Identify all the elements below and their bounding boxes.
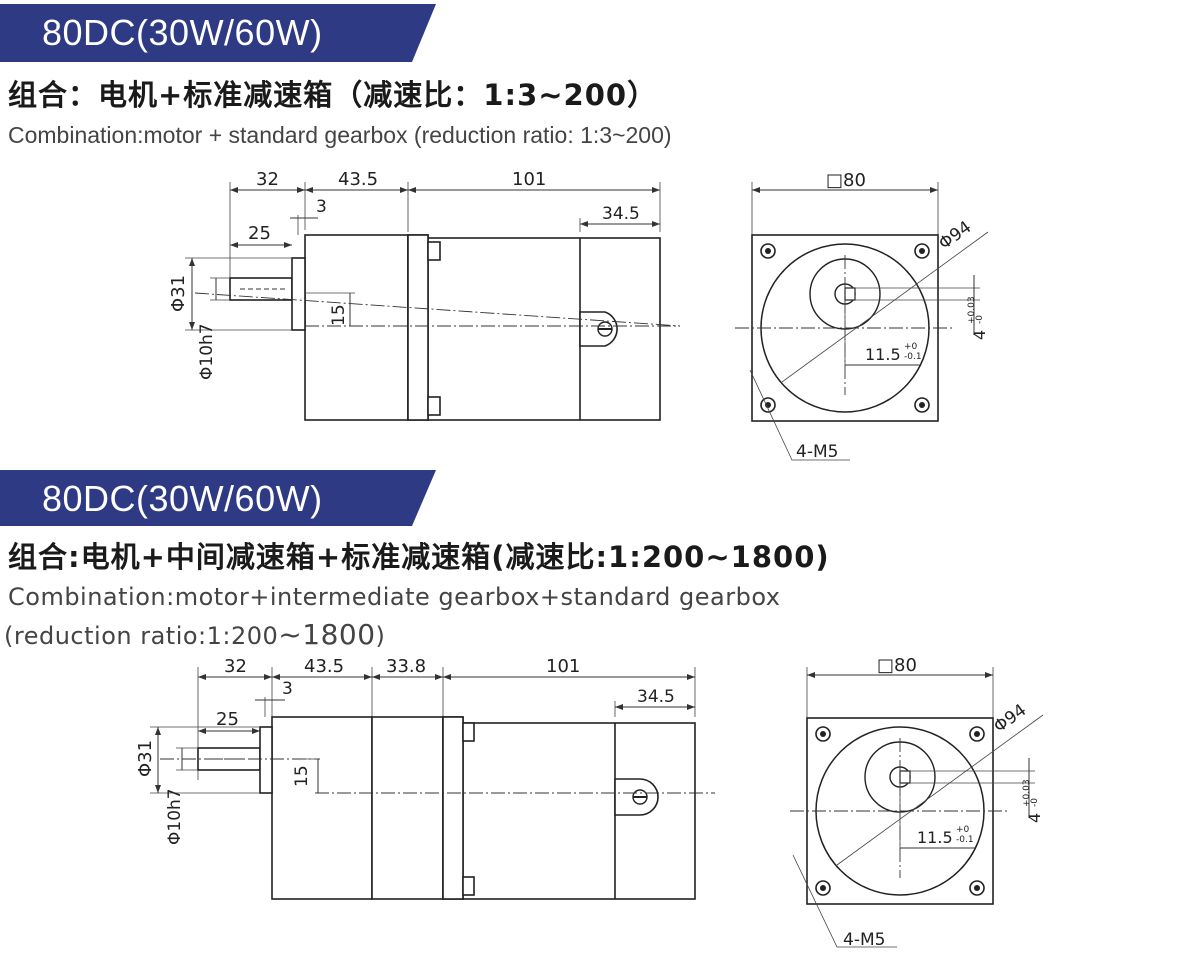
banner-shape <box>0 470 436 526</box>
front-view-drawing: □80 Φ94 4 +0.03 -0 11.5 +0 -0.1 4-M5 <box>790 655 1044 950</box>
tol-11-5-top: +0 <box>904 342 918 352</box>
dim-11-5: 11.5 <box>917 828 953 847</box>
dim-32: 32 <box>224 656 247 677</box>
dim-phi31: Φ31 <box>168 275 189 312</box>
dim-33-8: 33.8 <box>386 656 426 677</box>
mounting-holes <box>760 243 930 413</box>
motor-body <box>427 237 661 421</box>
mounting-holes <box>815 726 985 896</box>
dim-25: 25 <box>216 709 239 730</box>
dim-phi10: Φ10h7 <box>165 788 185 845</box>
tol-4-top: +0.03 <box>1022 779 1032 807</box>
tol-4-bot: -0 <box>1030 798 1040 807</box>
holes-4-m5: 4-M5 <box>796 442 838 462</box>
dim-25: 25 <box>248 223 271 244</box>
dim-phi94: Φ94 <box>935 217 975 254</box>
combination-title-cn: 组合:电机+中间减速箱+标准减速箱(减速比:1:200~1800) <box>8 540 830 574</box>
banner-title: 80DC(30W/60W) <box>42 12 323 53</box>
section-standard-gearbox: 80DC(30W/60W) 组合：电机+标准减速箱（减速比：1:3~200） C… <box>0 0 1200 470</box>
dim-square-80: □80 <box>826 170 866 191</box>
dim-phi94: Φ94 <box>990 700 1030 737</box>
combination-title-en-line1: Combination:motor+intermediate gearbox+s… <box>8 583 781 611</box>
ratio-max: ~1800 <box>278 618 376 651</box>
combination-title-cn: 组合：电机+标准减速箱（减速比：1:3~200） <box>8 78 658 112</box>
dim-phi31: Φ31 <box>135 740 156 777</box>
tol-11-5-bot: -0.1 <box>904 352 922 362</box>
standard-gearbox-body <box>271 716 373 900</box>
dim-phi10: Φ10h7 <box>197 323 217 380</box>
center-line <box>194 292 681 327</box>
holes-4-m5: 4-M5 <box>843 930 885 950</box>
dim-34-5: 34.5 <box>637 687 675 707</box>
dim-15: 15 <box>329 304 349 326</box>
dim-34-5: 34.5 <box>602 204 640 224</box>
side-view-drawing: 32 43.5 101 3 25 34.5 <box>168 169 681 421</box>
intermediate-gearbox-body <box>371 716 444 900</box>
tol-11-5-top: +0 <box>956 825 970 835</box>
ratio-prefix: (reduction ratio:1:200 <box>4 622 279 650</box>
dim-11-5: 11.5 <box>865 345 901 364</box>
banner-title: 80DC(30W/60W) <box>42 478 323 519</box>
dim-3: 3 <box>282 679 293 699</box>
tol-4-top: +0.03 <box>967 296 977 324</box>
dim-4: 4 <box>1025 813 1044 823</box>
banner-shape <box>0 4 436 62</box>
side-view-drawing: 32 43.5 33.8 101 3 25 34.5 <box>135 656 715 900</box>
model-banner: 80DC(30W/60W) <box>0 4 440 62</box>
combination-title-en: Combination:motor + standard gearbox (re… <box>8 122 672 148</box>
dim-3: 3 <box>316 197 327 217</box>
dim-square-80: □80 <box>877 655 917 676</box>
dim-101: 101 <box>546 656 580 677</box>
dim-43-5: 43.5 <box>304 656 344 677</box>
motor-body <box>462 722 696 900</box>
dim-32: 32 <box>256 169 279 190</box>
model-banner: 80DC(30W/60W) <box>0 470 440 528</box>
tol-4-bot: -0 <box>975 315 985 324</box>
front-view-drawing: □80 Φ94 4 +0.03 -0 11.5 +0 -0.1 <box>735 170 989 462</box>
gearbox-body <box>304 234 409 421</box>
dim-43-5: 43.5 <box>338 169 378 190</box>
dim-15: 15 <box>292 765 312 787</box>
section-intermediate-gearbox: 80DC(30W/60W) 组合:电机+中间减速箱+标准减速箱(减速比:1:20… <box>0 470 1200 957</box>
combination-title-en-line2: (reduction ratio:1:200~1800) <box>4 618 385 651</box>
dim-101: 101 <box>512 169 546 190</box>
tol-11-5-bot: -0.1 <box>956 835 974 845</box>
dim-4: 4 <box>970 330 989 340</box>
ratio-suffix: ) <box>375 622 386 650</box>
